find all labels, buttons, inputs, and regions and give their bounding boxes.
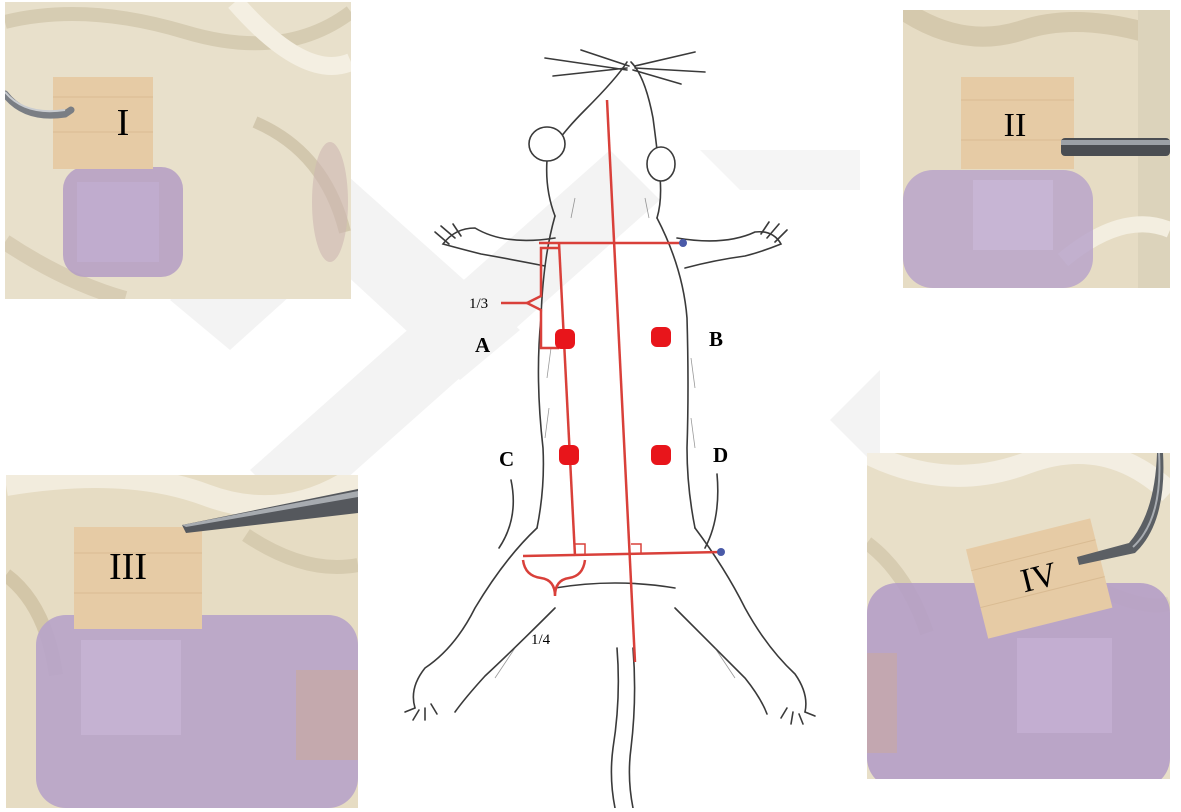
lower-line-end-marker (717, 548, 725, 556)
site-dot-a (555, 329, 575, 349)
site-label-d: D (713, 443, 728, 467)
site-mark-iii: III (109, 546, 147, 588)
site-mark-ii: II (1004, 107, 1027, 144)
rat-dorsal-diagram: 1/3 1/4 A B C D (395, 48, 825, 808)
site-label-c: C (499, 447, 514, 471)
site-dot-b (651, 327, 671, 347)
upper-line-end-marker (679, 239, 687, 247)
site-dot-d (651, 445, 671, 465)
site-label-a: A (475, 333, 491, 357)
bracket-one-quarter (523, 560, 585, 596)
photo-site-i: I (5, 2, 351, 299)
photo-site-ii: II (903, 10, 1170, 288)
lower-transverse-line (523, 552, 721, 556)
fraction-label-bottom: 1/4 (531, 632, 551, 648)
midline (607, 100, 635, 662)
site-dot-c (559, 445, 579, 465)
site-label-b: B (709, 327, 723, 351)
paramedian-line (559, 243, 575, 556)
photo-site-iv: IV (867, 453, 1170, 788)
site-mark-i: I (117, 102, 130, 144)
photo-site-iii: III (6, 475, 358, 808)
fraction-label-top: 1/3 (469, 296, 488, 312)
